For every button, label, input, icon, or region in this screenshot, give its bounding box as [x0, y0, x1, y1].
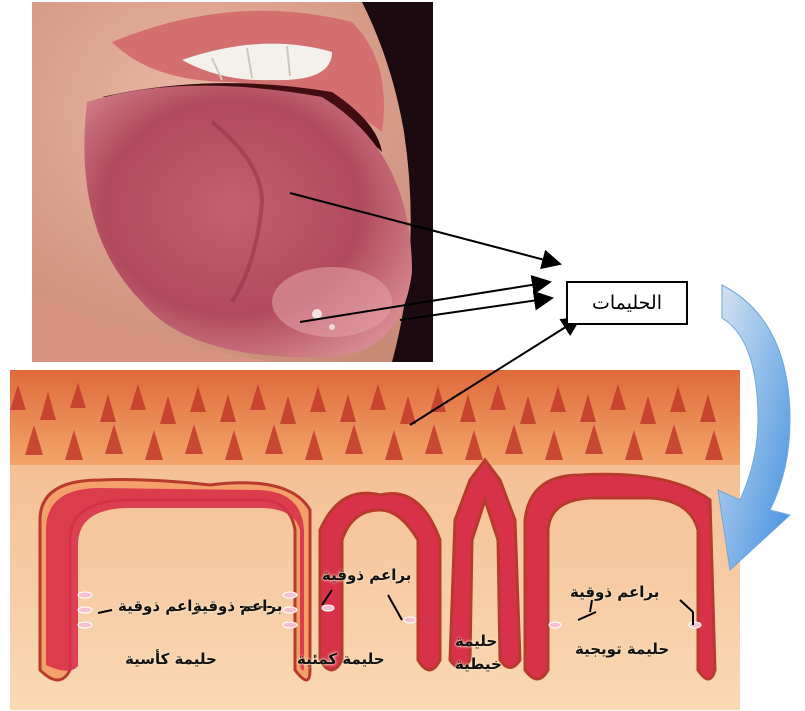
- label-fungiform-papilla: حليمة كمئية: [297, 650, 385, 668]
- label-circumvallate-papilla: حليمة كأسية: [125, 650, 217, 668]
- label-filiform-papilla-line1: حليمة: [455, 632, 497, 650]
- label-taste-buds-center: براعم ذوقية: [322, 566, 411, 584]
- label-filiform-papilla-line2: خيطية: [455, 655, 502, 673]
- label-taste-buds-center-left: براعم ذوقية: [193, 597, 282, 615]
- label-taste-buds-right: براعم ذوقية: [570, 583, 659, 601]
- pointer-arrow-3: [400, 298, 552, 320]
- curved-transition-arrow: [718, 285, 790, 570]
- papillae-label-box: الحليمات: [566, 281, 688, 325]
- pointer-arrow-4: [410, 318, 580, 425]
- pointer-arrow-1: [290, 193, 560, 264]
- papillae-label-text: الحليمات: [592, 292, 662, 314]
- label-foliate-papilla: حليمة تويجية: [575, 640, 669, 658]
